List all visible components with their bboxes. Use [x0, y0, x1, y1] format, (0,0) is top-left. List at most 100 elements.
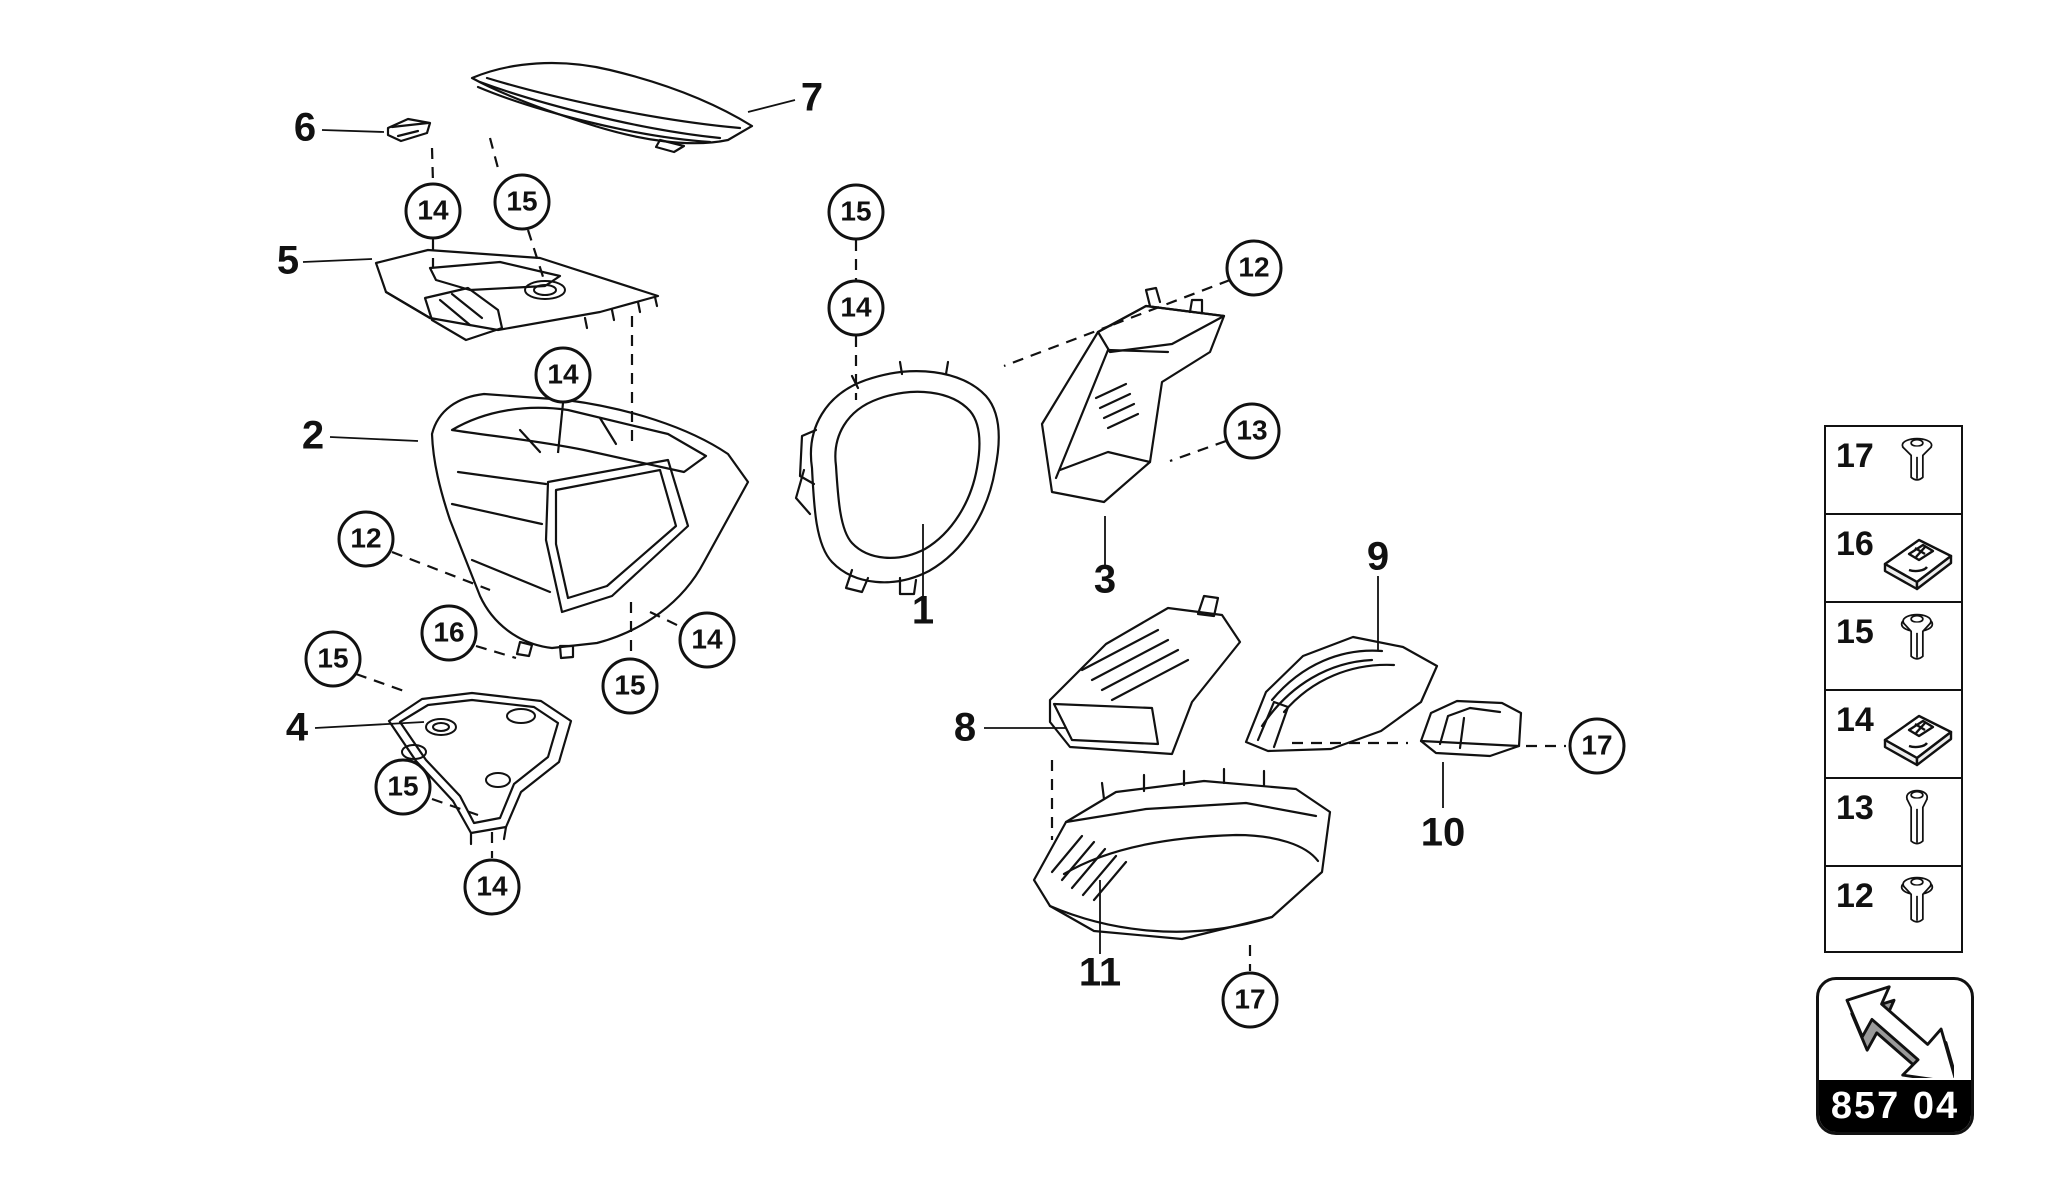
part-10-artwork	[1419, 699, 1523, 758]
callout-number-text: 16	[433, 616, 464, 647]
part-label-11: 11	[1079, 880, 1121, 995]
callout-circle[interactable]	[493, 173, 551, 231]
callout-leader-line	[556, 402, 565, 454]
callout-balloon-14[interactable]: 14	[534, 346, 592, 404]
callout-balloon-17[interactable]: 17	[1221, 971, 1279, 1029]
part-3-artwork	[1040, 286, 1226, 504]
callout-number-text: 14	[417, 194, 449, 225]
callout-number-text: 14	[476, 870, 508, 901]
callout-balloon-15[interactable]: 15	[374, 758, 432, 816]
back-arrow-icon	[1819, 980, 1971, 1080]
label-leader-line	[747, 99, 796, 113]
callout-circle[interactable]	[304, 630, 362, 688]
part-number-text: 6	[294, 106, 316, 150]
callout-circle[interactable]	[1223, 402, 1281, 460]
part-number-text: 11	[1079, 951, 1121, 995]
part-label-2: 2	[302, 414, 419, 458]
part-8-artwork	[1048, 594, 1242, 756]
callout-circle[interactable]	[1225, 239, 1283, 297]
callout-circle[interactable]	[678, 611, 736, 669]
callout-circle[interactable]	[337, 510, 395, 568]
flanged-screw-icon	[1874, 603, 1961, 689]
connector-line	[1111, 278, 1231, 327]
callout-balloon-12[interactable]: 12	[337, 510, 395, 568]
callout-number-text: 14	[840, 291, 872, 322]
connector-line	[355, 672, 405, 693]
callout-number-text: 15	[506, 185, 537, 216]
callout-number-text: 12	[350, 522, 381, 553]
legend-item-13[interactable]: 13	[1824, 777, 1963, 865]
callout-circle[interactable]	[374, 758, 432, 816]
legend-item-number: 17	[1836, 437, 1874, 475]
part-number-text: 4	[286, 706, 309, 750]
torx-screw-icon	[1874, 427, 1961, 513]
part-label-9: 9	[1367, 535, 1389, 650]
part-9-artwork	[1244, 635, 1439, 753]
connector-line	[649, 611, 682, 628]
part-label-6: 6	[294, 106, 385, 150]
part-number-text: 5	[277, 239, 299, 283]
connector-line	[526, 229, 547, 284]
part-label-7: 7	[747, 76, 823, 120]
connector-line	[475, 644, 517, 660]
legend-item-14[interactable]: 14	[1824, 689, 1963, 777]
callout-balloon-14[interactable]: 14	[404, 182, 462, 240]
part-label-4: 4	[286, 706, 425, 750]
part-11-artwork	[1032, 767, 1332, 941]
legend-item-16[interactable]: 16	[1824, 513, 1963, 601]
long-screw-icon	[1874, 779, 1961, 865]
callout-balloon-15[interactable]: 15	[304, 630, 362, 688]
connector-line	[430, 147, 435, 184]
flanged-screw-icon	[1874, 867, 1961, 951]
label-leader-line	[302, 258, 373, 263]
callout-number-text: 15	[387, 770, 418, 801]
callout-number-text: 14	[691, 623, 723, 654]
section-badge[interactable]: 857 04	[1816, 977, 1974, 1135]
callout-balloon-13[interactable]: 13	[1223, 402, 1281, 460]
callout-number-text: 12	[1238, 251, 1269, 282]
callout-balloon-12[interactable]: 12	[1225, 239, 1283, 297]
callout-balloon-17[interactable]: 17	[1568, 717, 1626, 775]
callout-balloon-15[interactable]: 15	[827, 183, 885, 241]
section-code: 857 04	[1819, 1080, 1971, 1132]
label-leader-line	[329, 436, 419, 442]
part-number-text: 3	[1094, 558, 1116, 602]
connector-line	[1003, 323, 1113, 368]
part-number-text: 9	[1367, 535, 1389, 579]
callout-balloon-16[interactable]: 16	[420, 604, 478, 662]
connector-line	[1169, 439, 1227, 463]
part-number-text: 2	[302, 414, 324, 458]
callout-balloon-14[interactable]: 14	[463, 858, 521, 916]
callout-circle[interactable]	[463, 858, 521, 916]
callout-circle[interactable]	[1221, 971, 1279, 1029]
callout-balloon-14[interactable]: 14	[827, 279, 885, 337]
legend-item-number: 15	[1836, 613, 1874, 651]
legend-item-17[interactable]: 17	[1824, 425, 1963, 513]
callout-number-text: 15	[614, 669, 645, 700]
callout-balloon-15[interactable]: 15	[493, 173, 551, 231]
callout-circle[interactable]	[827, 183, 885, 241]
part-number-text: 10	[1421, 811, 1466, 855]
part-label-3: 3	[1094, 516, 1116, 602]
callout-circle[interactable]	[1568, 717, 1626, 775]
callout-circle[interactable]	[420, 604, 478, 662]
legend-item-number: 14	[1836, 701, 1874, 739]
callout-balloon-14[interactable]: 14	[678, 611, 736, 669]
callout-circle[interactable]	[827, 279, 885, 337]
callout-number-text: 13	[1236, 414, 1267, 445]
callout-number-text: 15	[317, 642, 348, 673]
connector-lines	[355, 137, 1566, 971]
part-1-artwork	[794, 360, 1000, 596]
part-label-1: 1	[912, 524, 934, 633]
legend-item-12[interactable]: 12	[1824, 865, 1963, 953]
callout-circle[interactable]	[601, 657, 659, 715]
callout-balloon-15[interactable]: 15	[601, 657, 659, 715]
callout-circle[interactable]	[404, 182, 462, 240]
legend-item-15[interactable]: 15	[1824, 601, 1963, 689]
callout-circle[interactable]	[534, 346, 592, 404]
part-6-artwork	[386, 117, 432, 143]
connector-line	[488, 137, 501, 173]
